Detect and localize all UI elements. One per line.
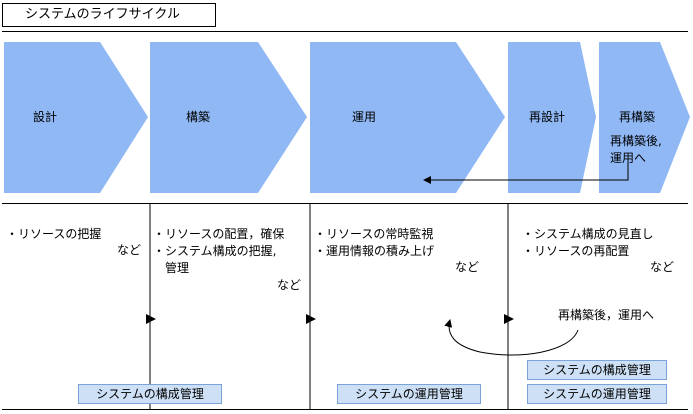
redesign-item-2: ・リソースの再配置	[522, 244, 630, 258]
operations-management-tag: システムの運用管理	[337, 384, 481, 404]
build-item-suffix: など	[277, 278, 302, 292]
bottom-divider	[2, 409, 688, 410]
stage-label-operate: 運用	[352, 110, 377, 124]
design-item-1: ・リソースの把握	[6, 227, 102, 241]
stage-arrow-build	[150, 42, 307, 193]
return-to-operate-arrow	[423, 162, 629, 184]
stage-label-rebuild: 再構築	[619, 110, 656, 124]
top-divider	[2, 31, 688, 32]
rebuild-note-line-1: 再構築後,	[610, 134, 662, 148]
rebuild-note-line-2: 運用へ	[610, 151, 647, 165]
config-management-tag: システムの構成管理	[78, 384, 222, 404]
redesign-item-1: ・システム構成の見直し	[522, 227, 654, 241]
stage-label-redesign: 再設計	[529, 110, 566, 124]
stage-arrow-redesign	[508, 42, 596, 193]
operations-management-tag-2: システムの運用管理	[527, 384, 667, 404]
lower-rebuild-note: 再構築後，運用へ	[558, 308, 655, 322]
build-item-3: 管理	[153, 261, 190, 275]
return-curve-arrow	[444, 319, 579, 356]
design-item-suffix: など	[117, 243, 142, 257]
diagram-title: システムのライフサイクル	[2, 3, 216, 27]
operate-item-1: ・リソースの常時監視	[314, 227, 434, 241]
operate-item-2: ・運用情報の積み上げ	[314, 244, 435, 258]
config-management-tag-2: システムの構成管理	[527, 360, 667, 380]
middle-divider	[2, 203, 688, 204]
build-item-2: ・システム構成の把握,	[153, 244, 277, 258]
flow-marker-1	[146, 314, 156, 324]
stage-arrow-design	[4, 42, 148, 193]
stage-label-build: 構築	[186, 110, 211, 124]
flow-marker-3	[504, 314, 514, 324]
stage-arrow-rebuild	[599, 42, 690, 193]
stage-arrow-operate	[310, 42, 505, 193]
operate-item-suffix: など	[455, 260, 480, 274]
build-item-1: ・リソースの配置，確保	[153, 227, 285, 241]
stage-label-design: 設計	[33, 110, 58, 124]
redesign-item-suffix: など	[650, 260, 675, 274]
flow-marker-2	[306, 314, 316, 324]
